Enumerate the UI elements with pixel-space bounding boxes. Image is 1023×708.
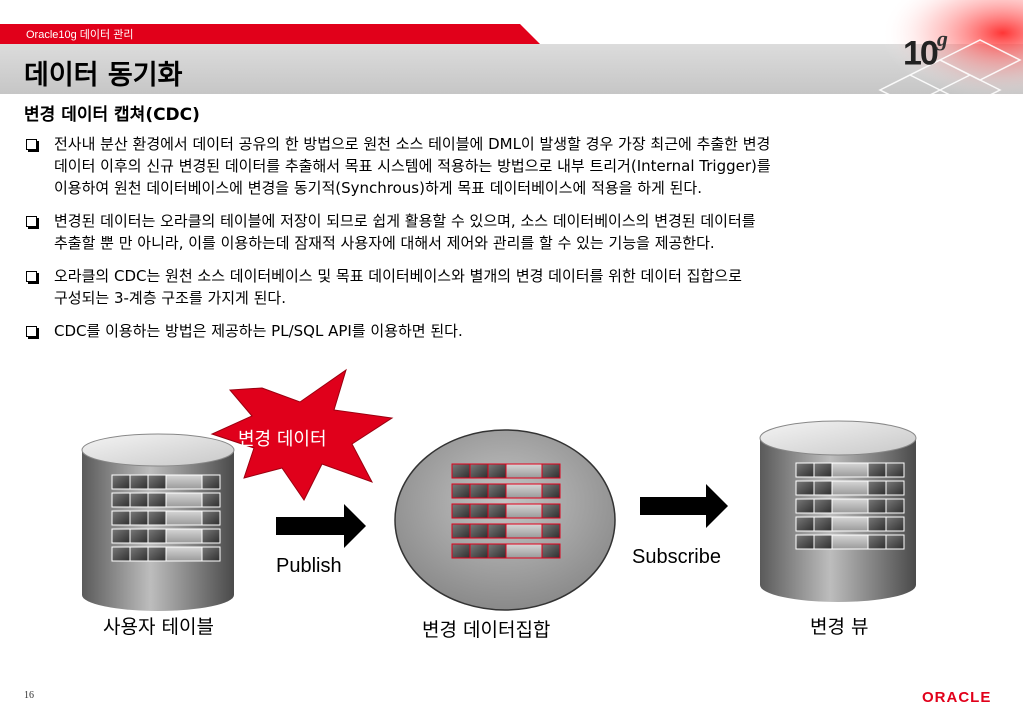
publish-arrow-icon (276, 504, 366, 548)
cdc-diagram (81, 368, 917, 611)
bullet-line: 구성되는 3-계층 구조를 가지게 된다. (54, 289, 286, 307)
bullet-item: 전사내 분산 환경에서 데이터 공유의 한 방법으로 원천 소스 테이블에 DM… (24, 133, 999, 199)
source-database-cylinder (81, 433, 235, 611)
change-set-ellipse (394, 429, 616, 611)
bullet-line: 데이터 이후의 신규 변경된 데이터를 추출해서 목표 시스템에 적용하는 방법… (54, 157, 771, 175)
10g-logo-number: 10 (903, 34, 939, 73)
checkbox-bullet-icon (26, 139, 37, 150)
oracle-logo: ORACLE (922, 689, 992, 706)
change-data-burst-shape (210, 368, 394, 501)
section-tab-shape (0, 24, 540, 44)
bullet-item: CDC를 이용하는 방법은 제공하는 PL/SQL API를 이용하면 된다. (24, 320, 999, 342)
bullet-item: 변경된 데이터는 오라클의 테이블에 저장이 되므로 쉽게 활용할 수 있으며,… (24, 210, 999, 254)
change-view-cylinder (759, 420, 917, 602)
bullet-line: 전사내 분산 환경에서 데이터 공유의 한 방법으로 원천 소스 테이블에 DM… (54, 135, 771, 153)
checkbox-bullet-icon (26, 216, 37, 227)
bullet-line: 추출할 뿐 만 아니라, 이를 이용하는데 잠재적 사용자에 대해서 제어와 관… (54, 234, 715, 252)
bullet-item: 오라클의 CDC는 원천 소스 데이터베이스 및 목표 데이터베이스와 별개의 … (24, 265, 999, 309)
bullet-line: 오라클의 CDC는 원천 소스 데이터베이스 및 목표 데이터베이스와 별개의 … (54, 267, 742, 285)
table-grid-icon (111, 474, 221, 562)
view-table-grid-icon (795, 462, 905, 550)
change-view-label: 변경 뷰 (810, 616, 869, 638)
page-title: 데이터 동기화 (24, 60, 183, 91)
change-data-burst-label: 변경 데이터 (238, 429, 327, 450)
10g-logo-superscript: g (936, 26, 948, 51)
section-subtitle: 변경 데이터 캡쳐(CDC) (24, 105, 200, 125)
bullet-line: 변경된 데이터는 오라클의 테이블에 저장이 되므로 쉽게 활용할 수 있으며,… (54, 212, 756, 230)
source-table-label: 사용자 테이블 (103, 616, 214, 638)
subscribe-label: Subscribe (632, 546, 721, 568)
decorative-grid-graphic (820, 0, 1023, 110)
section-tab-label: Oracle10g 데이터 관리 (26, 29, 134, 41)
checkbox-bullet-icon (26, 326, 37, 337)
publish-label: Publish (276, 555, 342, 577)
10g-logo: 10g (903, 26, 948, 73)
checkbox-bullet-icon (26, 271, 37, 282)
bullet-list: 전사내 분산 환경에서 데이터 공유의 한 방법으로 원천 소스 테이블에 DM… (24, 133, 999, 353)
section-tab (0, 24, 540, 44)
header: Oracle10g 데이터 관리 데이터 동기화 10g (0, 0, 1023, 110)
bullet-line: CDC를 이용하는 방법은 제공하는 PL/SQL API를 이용하면 된다. (54, 322, 463, 340)
change-table-grid-icon (451, 463, 561, 559)
change-set-label: 변경 데이터집합 (422, 619, 551, 641)
page-number: 16 (24, 690, 34, 701)
subscribe-arrow-icon (640, 484, 728, 528)
bullet-line: 이용하여 원천 데이터베이스에 변경을 동기적(Synchrous)하게 목표 … (54, 179, 702, 197)
